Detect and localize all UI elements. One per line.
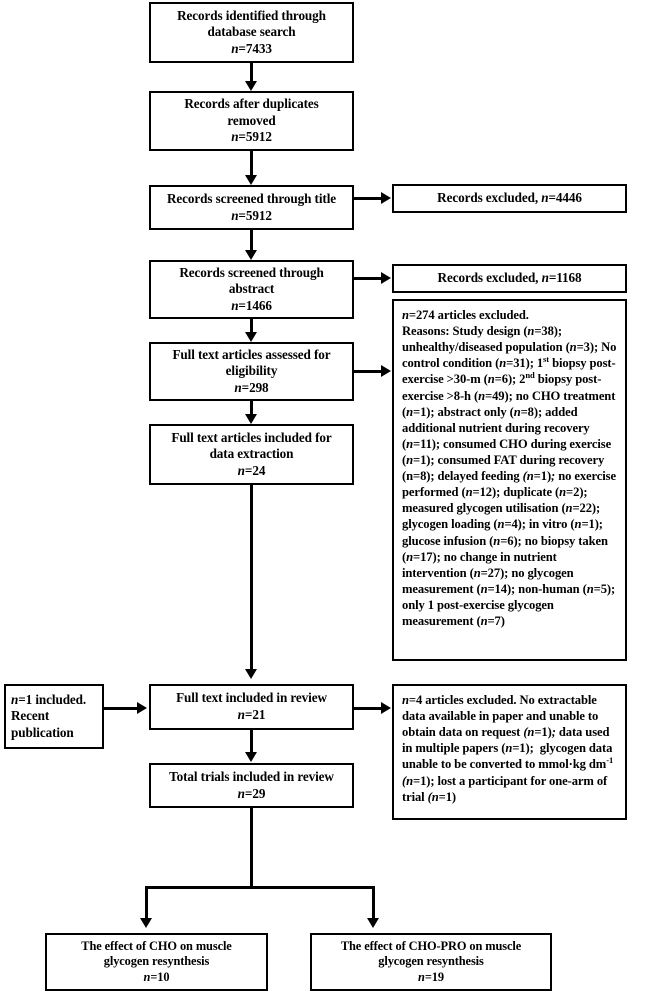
excluded-no-data-heading: =4 articles excluded. No extractable: [408, 693, 597, 707]
screened-abstract-line1: Records screened through: [179, 264, 324, 280]
connector-recent-publication-arrowhead: [137, 702, 147, 714]
connector-7-arrowhead: [245, 752, 257, 762]
connector-title-excluded-arrowhead: [381, 192, 391, 204]
node-outcome-cho: The effect of CHO on muscle glycogen res…: [45, 933, 268, 991]
recent-publication-line3: publication: [11, 724, 74, 740]
node-records-after-duplicates: Records after duplicates removed n=5912: [149, 91, 354, 151]
connector-eligibility-excluded-line: [354, 370, 382, 373]
records-after-duplicates-n-symbol: n: [231, 129, 239, 145]
outcome-cho-line1: The effect of CHO on muscle: [81, 938, 232, 953]
records-identified-line2: database search: [207, 24, 296, 40]
excluded-title-n-symbol: n: [541, 190, 549, 206]
node-excluded-reasons: n=274 articles excluded. Reasons: Study …: [392, 299, 627, 661]
node-fulltext-assessed: Full text articles assessed for eligibil…: [149, 342, 354, 401]
connector-2-stem: [250, 151, 253, 176]
excluded-no-data-n-symbol: n: [402, 693, 409, 707]
screened-title-n-symbol: n: [231, 207, 239, 223]
fulltext-extraction-count: =24: [244, 462, 266, 478]
connector-1-stem: [250, 63, 253, 82]
connector-3-stem: [250, 230, 253, 251]
connector-6-arrowhead: [245, 669, 257, 679]
connector-split-crossbar: [145, 886, 375, 889]
node-fulltext-data-extraction: Full text articles included for data ext…: [149, 424, 354, 485]
outcome-cho-count: =10: [150, 969, 170, 984]
recent-publication-line1: =1 included.: [18, 691, 87, 707]
fulltext-assessed-count: =298: [241, 379, 269, 395]
connector-1-arrowhead: [245, 81, 257, 91]
connector-review-excluded-line: [354, 707, 382, 710]
screened-abstract-n-symbol: n: [231, 297, 239, 313]
node-records-screened-title: Records screened through title n=5912: [149, 185, 354, 230]
node-records-excluded-title: Records excluded, n=4446: [392, 184, 627, 213]
node-records-excluded-abstract: Records excluded, n=1168: [392, 264, 627, 293]
node-fulltext-included-review: Full text included in review n=21: [149, 684, 354, 730]
recent-publication-n-symbol: n: [11, 691, 19, 707]
records-identified-n-symbol: n: [231, 40, 239, 56]
excluded-title-text: Records excluded,: [437, 190, 542, 206]
connector-split-right-drop: [372, 886, 375, 919]
outcome-cho-pro-line2: glycogen resynthesis: [378, 954, 484, 969]
node-excluded-no-extractable-data: n=4 articles excluded. No extractable da…: [392, 684, 627, 820]
excluded-abstract-count: =1168: [548, 270, 582, 286]
fulltext-extraction-line2: data extraction: [209, 446, 294, 462]
fulltext-review-count: =21: [244, 707, 266, 722]
outcome-cho-n-symbol: n: [143, 969, 151, 984]
fulltext-assessed-n-symbol: n: [234, 379, 242, 395]
node-records-identified: Records identified through database sear…: [149, 2, 354, 63]
connector-5-stem: [250, 401, 253, 415]
connector-7-stem: [250, 730, 253, 753]
records-identified-line1: Records identified through: [177, 7, 326, 23]
connector-abstract-excluded-line: [354, 277, 382, 280]
fulltext-review-line1: Full text included in review: [176, 690, 327, 706]
connector-review-excluded-arrowhead: [381, 702, 391, 714]
fulltext-assessed-line1: Full text articles assessed for: [172, 346, 331, 362]
records-identified-count: =7433: [238, 40, 272, 56]
recent-publication-line2: Recent: [11, 708, 50, 724]
excluded-reasons-body: Reasons: Study design (n=38); unhealthy/…: [402, 324, 617, 629]
total-trials-count: =29: [244, 785, 266, 801]
node-recent-publication: n=1 included. Recent publication: [4, 684, 104, 749]
connector-split-left-arrowhead: [140, 918, 152, 928]
outcome-cho-pro-line1: The effect of CHO-PRO on muscle: [340, 938, 522, 953]
excluded-reasons-n-symbol: n: [402, 308, 409, 322]
excluded-reasons-heading: =274 articles excluded.: [408, 308, 529, 322]
records-after-duplicates-line1: Records after duplicates: [184, 96, 319, 112]
node-total-trials: Total trials included in review n=29: [149, 763, 354, 808]
connector-2-arrowhead: [245, 175, 257, 185]
connector-title-excluded-line: [354, 197, 382, 200]
connector-6-long-stem: [250, 485, 253, 670]
connector-4-stem: [250, 319, 253, 333]
node-records-screened-abstract: Records screened through abstract n=1466: [149, 260, 354, 319]
connector-recent-publication-line: [104, 707, 138, 710]
connector-split-left-drop: [145, 886, 148, 919]
screened-title-count: =5912: [238, 207, 272, 223]
connector-split-stem: [250, 808, 253, 888]
excluded-abstract-text: Records excluded,: [437, 270, 542, 286]
records-after-duplicates-count: =5912: [238, 129, 272, 145]
screened-title-line1: Records screened through title: [166, 190, 337, 206]
connector-3-arrowhead: [245, 250, 257, 260]
excluded-no-data-body: data available in paper and unable to ob…: [402, 709, 614, 804]
outcome-cho-line2: glycogen resynthesis: [103, 954, 210, 969]
connector-eligibility-excluded-arrowhead: [381, 365, 391, 377]
outcome-cho-pro-count: =19: [424, 969, 444, 984]
fulltext-extraction-n-symbol: n: [237, 462, 245, 478]
connector-split-right-arrowhead: [367, 918, 379, 928]
connector-5-arrowhead: [245, 414, 257, 424]
node-outcome-cho-pro: The effect of CHO-PRO on muscle glycogen…: [310, 933, 552, 991]
total-trials-line1: Total trials included in review: [169, 768, 334, 784]
screened-abstract-count: =1466: [238, 297, 272, 313]
screened-abstract-line2: abstract: [228, 281, 275, 297]
excluded-title-count: =4446: [548, 190, 582, 206]
total-trials-n-symbol: n: [237, 785, 245, 801]
outcome-cho-pro-n-symbol: n: [418, 969, 425, 984]
fulltext-assessed-line2: eligibility: [225, 363, 278, 379]
excluded-abstract-n-symbol: n: [541, 270, 549, 286]
fulltext-review-n-symbol: n: [237, 707, 245, 722]
fulltext-extraction-line1: Full text articles included for: [171, 429, 332, 445]
connector-4-arrowhead: [245, 332, 257, 342]
records-after-duplicates-line2: removed: [227, 112, 276, 128]
connector-abstract-excluded-arrowhead: [381, 272, 391, 284]
